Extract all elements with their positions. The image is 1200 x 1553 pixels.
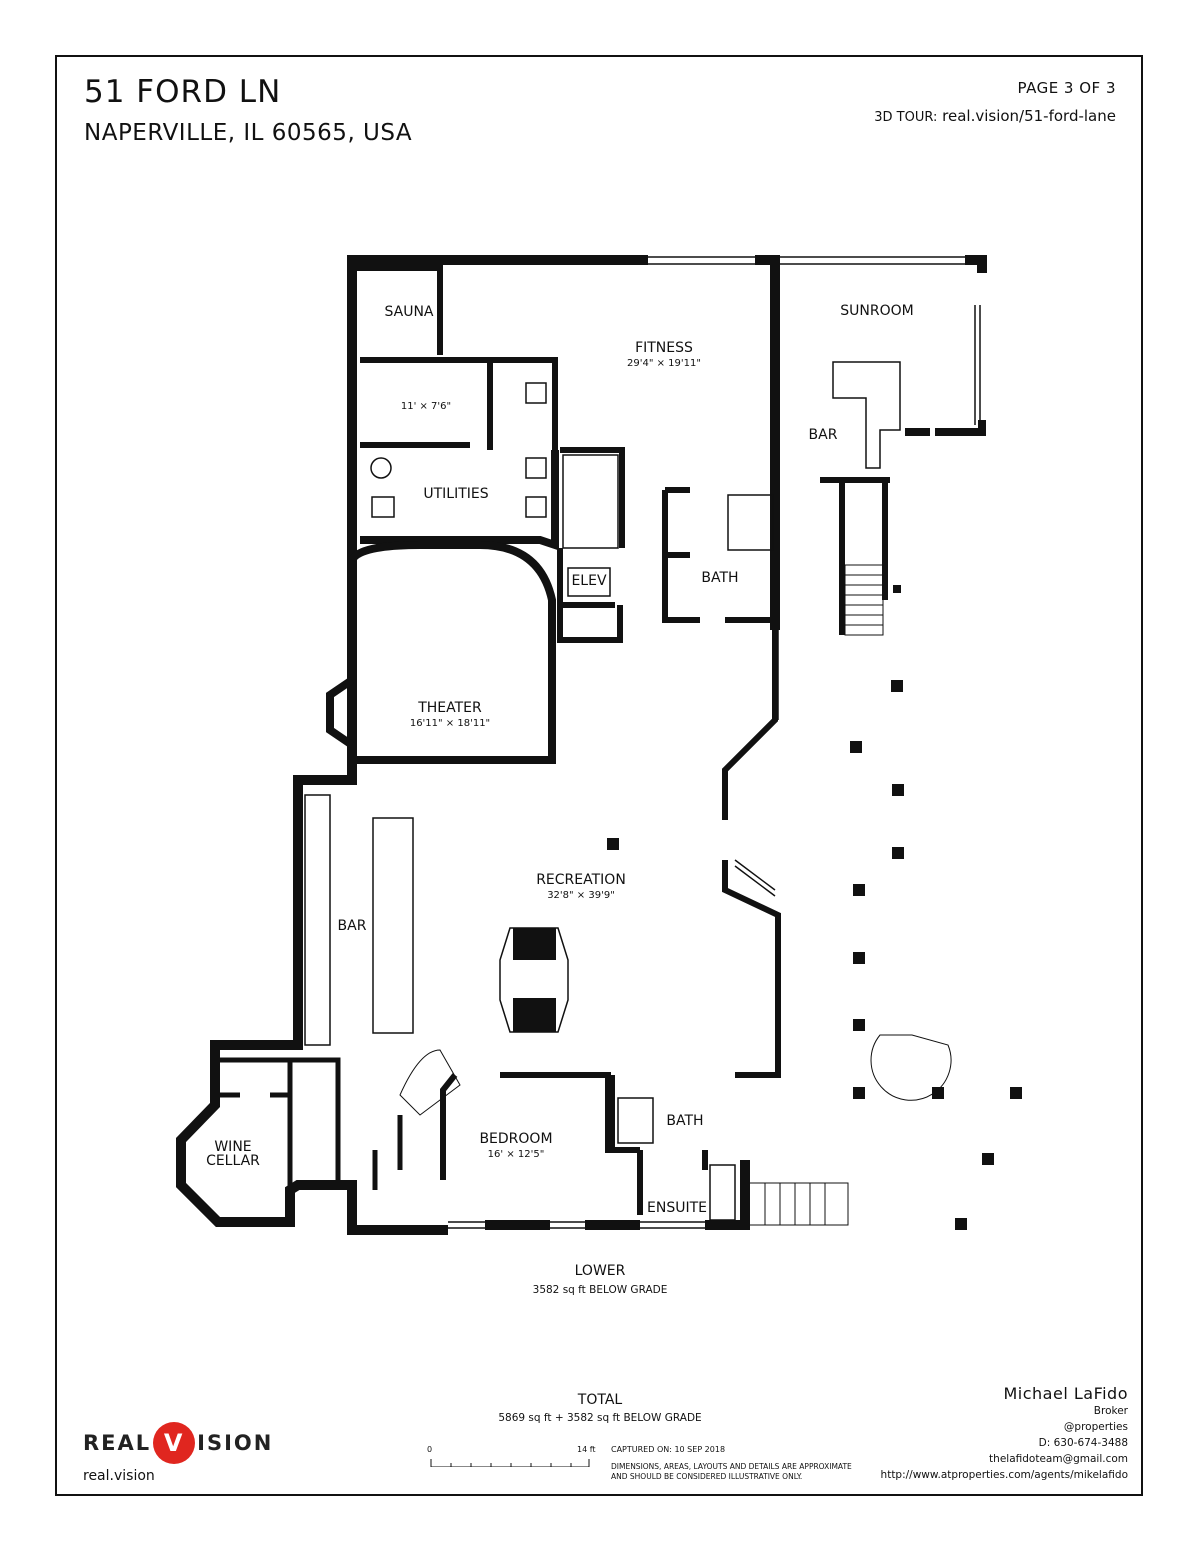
wall-stair-right xyxy=(820,477,890,635)
dim-recreation: 32'8" × 39'9" xyxy=(547,890,615,901)
tub xyxy=(709,1164,736,1221)
total-area: 5869 sq ft + 3582 sq ft BELOW GRADE xyxy=(498,1412,702,1424)
sunroom-bar-counter xyxy=(832,361,901,469)
label-bar-main: BAR xyxy=(338,918,367,934)
label-fitness: FITNESS xyxy=(635,340,693,356)
wall-outer xyxy=(176,255,648,1235)
address-line-1: 51 FORD LN xyxy=(84,74,282,110)
wall-upper-right xyxy=(755,255,987,630)
label-bedroom: BEDROOM xyxy=(479,1131,552,1147)
shaft xyxy=(562,454,619,549)
shower-upper xyxy=(727,494,774,551)
logo-right: ISION xyxy=(197,1431,274,1455)
label-recreation: RECREATION xyxy=(536,872,626,888)
window-right-2 xyxy=(734,859,776,897)
shower-lower xyxy=(617,1097,654,1144)
tour-label: 3D TOUR: xyxy=(874,110,938,125)
agent-company: @properties xyxy=(1063,1421,1128,1433)
label-sunroom-bar: BAR xyxy=(809,427,838,443)
stairs-right xyxy=(844,564,884,636)
tour-url[interactable]: real.vision/51-ford-lane xyxy=(942,107,1116,125)
wall-theater xyxy=(326,541,556,764)
logo-mark: V xyxy=(153,1422,196,1464)
window-sunroom-right xyxy=(974,305,981,425)
elev-box xyxy=(567,567,611,597)
wall-elev xyxy=(557,447,625,643)
bar-counter xyxy=(304,794,331,1046)
captured-date: CAPTURED ON: 10 SEP 2018 xyxy=(611,1445,726,1454)
window-bottom xyxy=(448,1221,705,1229)
wall-sunroom-bottom xyxy=(905,420,986,436)
wall-inner-sauna xyxy=(352,265,558,545)
wall-wine xyxy=(215,1057,403,1190)
label-bath-lower: BATH xyxy=(666,1113,703,1129)
dim-fitness: 29'4" × 19'11" xyxy=(627,358,701,369)
bar-island xyxy=(372,817,414,1034)
disclaimer: DIMENSIONS, AREAS, LAYOUTS AND DETAILS A… xyxy=(611,1462,852,1482)
realvision-logo: REAL V ISION xyxy=(83,1422,273,1464)
label-sauna: SAUNA xyxy=(384,304,433,320)
spiral-stair xyxy=(870,1034,952,1101)
wall-utilities xyxy=(360,450,559,551)
label-ensuite: ENSUITE xyxy=(647,1200,707,1216)
stairs-outside xyxy=(747,1182,849,1226)
agent-email[interactable]: thelafidoteam@gmail.com xyxy=(989,1453,1128,1465)
window-fitness xyxy=(648,256,755,265)
pool-table xyxy=(499,927,569,1033)
scale-end: 14 ft xyxy=(577,1445,596,1454)
label-utilities: UTILITIES xyxy=(423,486,488,502)
dim-bedroom: 16' × 12'5" xyxy=(488,1149,545,1160)
agent-block: Michael LaFido Broker @properties D: 630… xyxy=(881,1384,1128,1483)
dim-theater: 16'11" × 18'11" xyxy=(410,718,490,729)
disclaimer-2: AND SHOULD BE CONSIDERED ILLUSTRATIVE ON… xyxy=(611,1472,803,1481)
wall-bedroom xyxy=(440,1072,708,1215)
label-bath-upper: BATH xyxy=(701,570,738,586)
label-wine-2: CELLAR xyxy=(206,1153,260,1169)
tour-link[interactable]: 3D TOUR: real.vision/51-ford-lane xyxy=(874,107,1116,125)
agent-phone[interactable]: D: 630-674-3488 xyxy=(1038,1437,1128,1449)
label-sunroom: SUNROOM xyxy=(840,303,913,319)
window-sunroom-top xyxy=(780,256,965,265)
agent-url[interactable]: http://www.atproperties.com/agents/mikel… xyxy=(880,1469,1128,1481)
brand-site[interactable]: real.vision xyxy=(83,1468,155,1484)
agent-name: Michael LaFido xyxy=(1003,1384,1128,1403)
agent-title: Broker xyxy=(1093,1405,1128,1417)
floor-name: LOWER xyxy=(574,1263,626,1279)
label-wine-1: WINE xyxy=(214,1139,251,1155)
wall-bath-upper xyxy=(662,487,778,623)
logo-left: REAL xyxy=(83,1431,152,1455)
address-line-2: NAPERVILLE, IL 60565, USA xyxy=(84,120,413,146)
page-frame xyxy=(55,55,1143,1496)
stairs-interior xyxy=(399,1049,461,1116)
scale-start: 0 xyxy=(427,1445,433,1454)
wall-right-bay xyxy=(722,630,781,1078)
label-theater: THEATER xyxy=(417,700,482,716)
dim-closet: 11' × 7'6" xyxy=(401,401,451,412)
scale-bar xyxy=(430,1459,590,1467)
disclaimer-1: DIMENSIONS, AREAS, LAYOUTS AND DETAILS A… xyxy=(611,1462,852,1471)
wall-bottom xyxy=(485,1160,750,1230)
window-right-1 xyxy=(772,630,779,720)
page-number: PAGE 3 OF 3 xyxy=(1017,79,1116,97)
label-elev: ELEV xyxy=(571,573,606,589)
floor-area: 3582 sq ft BELOW GRADE xyxy=(532,1284,668,1296)
total-label: TOTAL xyxy=(577,1392,623,1408)
